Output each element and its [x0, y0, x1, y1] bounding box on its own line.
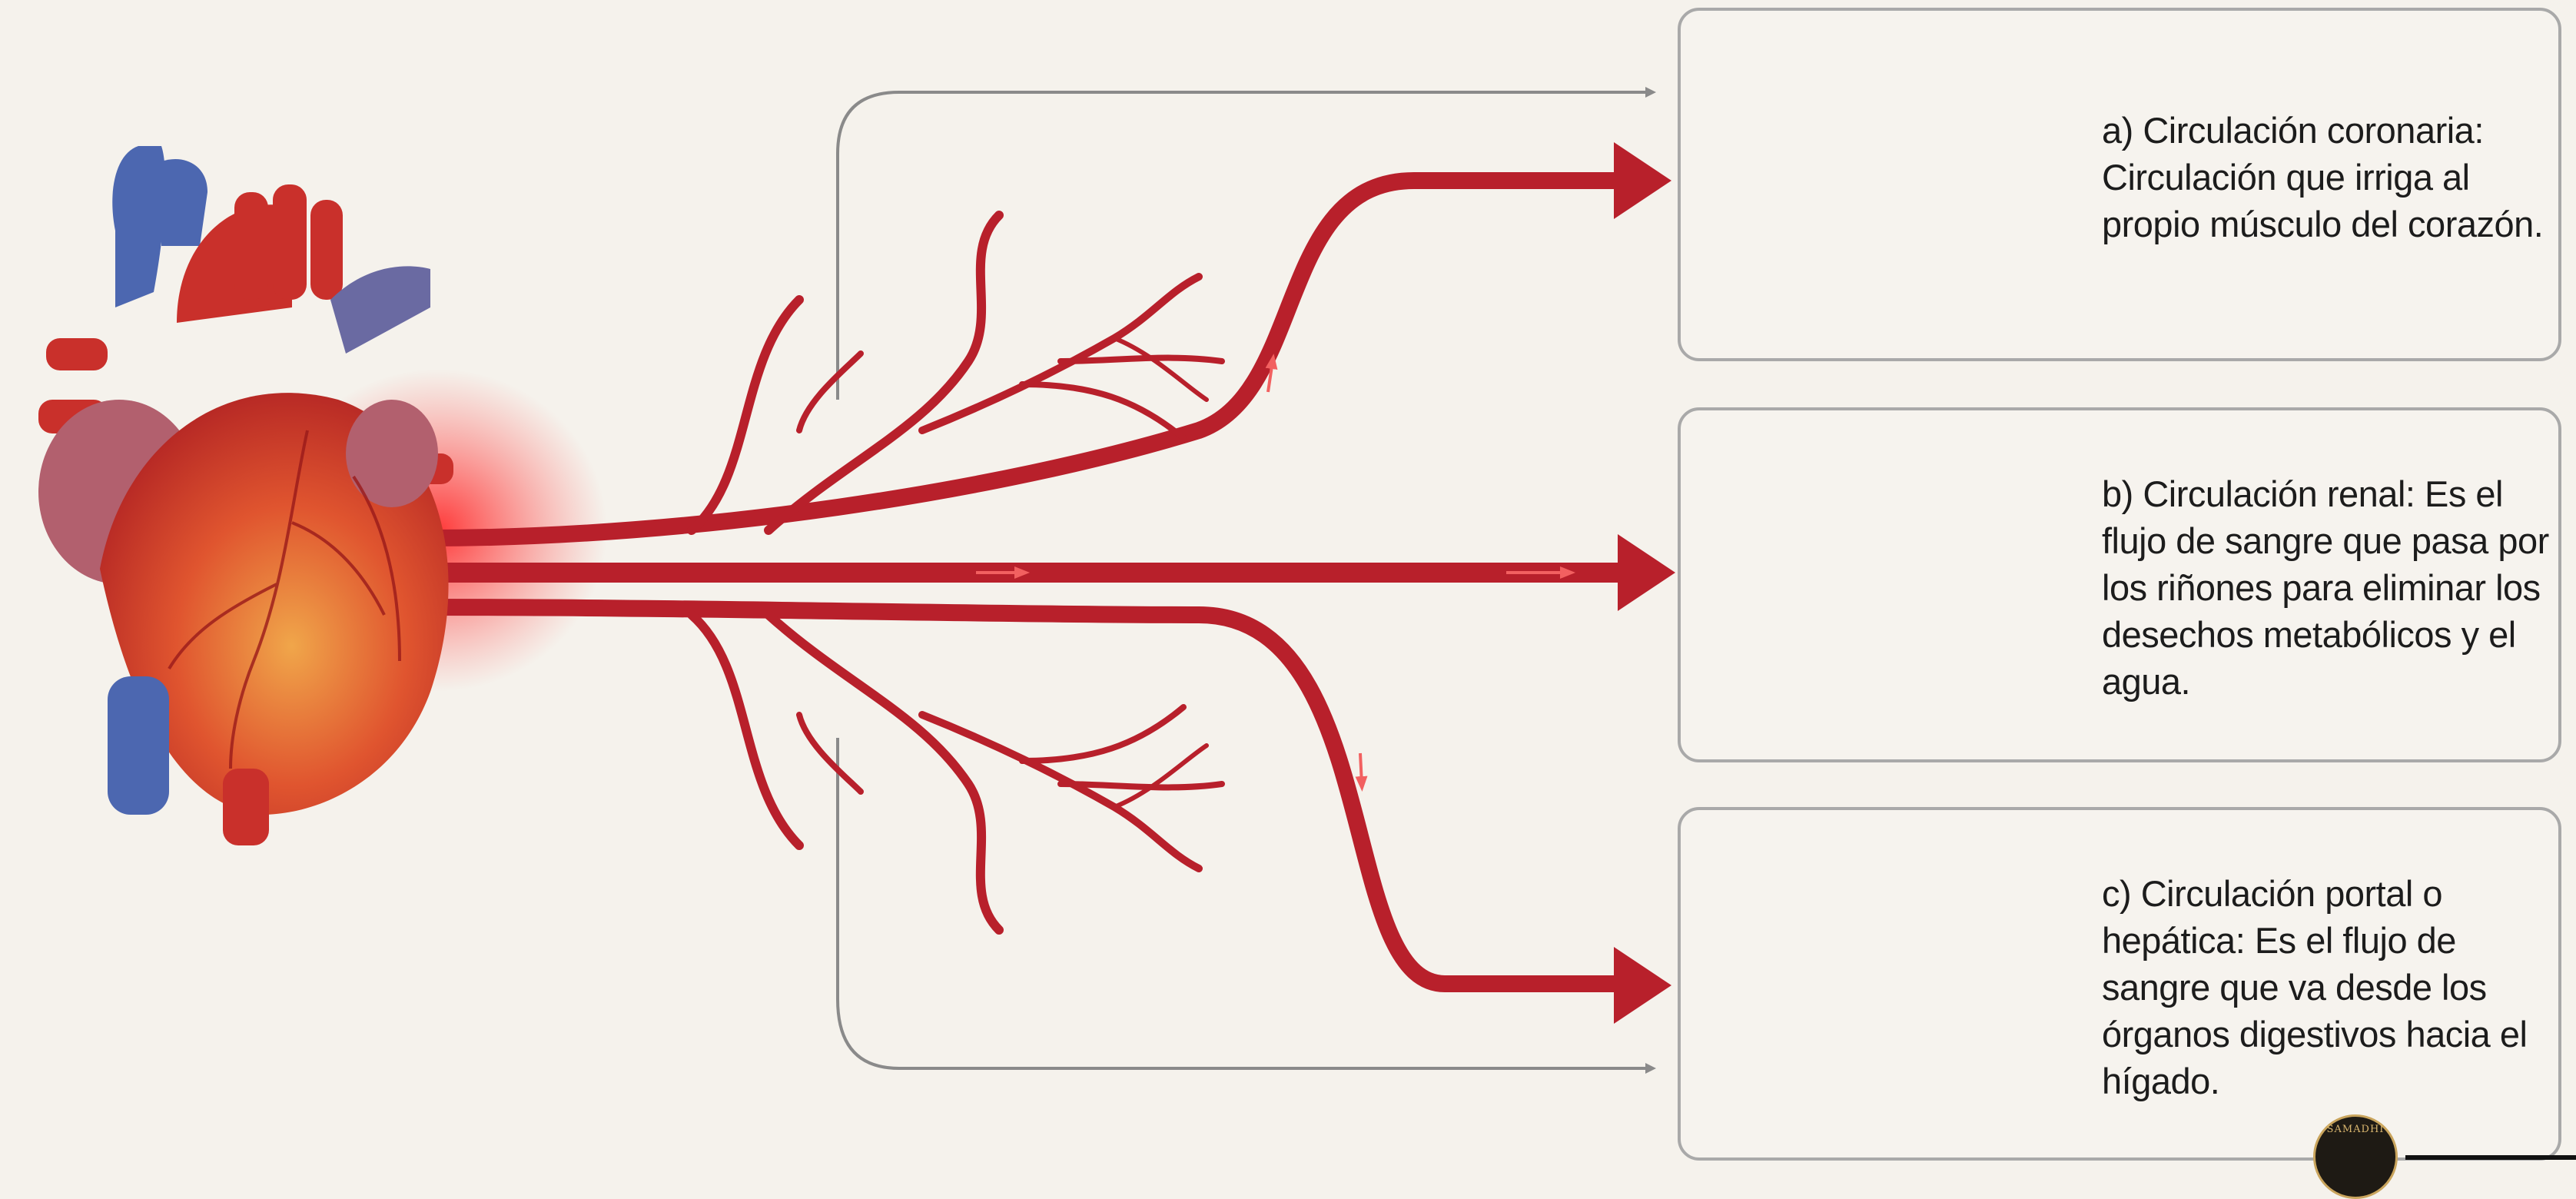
main-arrowheads [1614, 142, 1675, 1024]
portal-text: c) Circulación portal o hepática: Es el … [2102, 870, 2563, 1104]
bottom-divider [2405, 1155, 2576, 1160]
gray-connector-top [838, 92, 1651, 400]
portal-circulation-panel: c) Circulación portal o hepática: Es el … [1678, 807, 2561, 1161]
coronary-text: a) Circulación coronaria: Circulación qu… [2102, 107, 2563, 247]
renal-circulation-panel: b) Circulación renal: Es el flujo de san… [1678, 407, 2561, 762]
coronary-circulation-panel: a) Circulación coronaria: Circulación qu… [1678, 8, 2561, 361]
coronary-description: Circulación que irriga al propio músculo… [2102, 157, 2543, 244]
renal-title: b) Circulación renal: [2102, 473, 2425, 514]
artery-network [430, 181, 1622, 984]
coronary-title: a) Circulación coronaria: [2102, 110, 2484, 151]
heart-illustration [38, 146, 453, 845]
logo-text: SAMADHI [2322, 1124, 2388, 1135]
renal-text: b) Circulación renal: Es el flujo de san… [2102, 470, 2563, 705]
circulation-diagram: a) Circulación coronaria: Circulación qu… [0, 0, 2576, 1160]
gray-connector-bottom [838, 738, 1651, 1068]
